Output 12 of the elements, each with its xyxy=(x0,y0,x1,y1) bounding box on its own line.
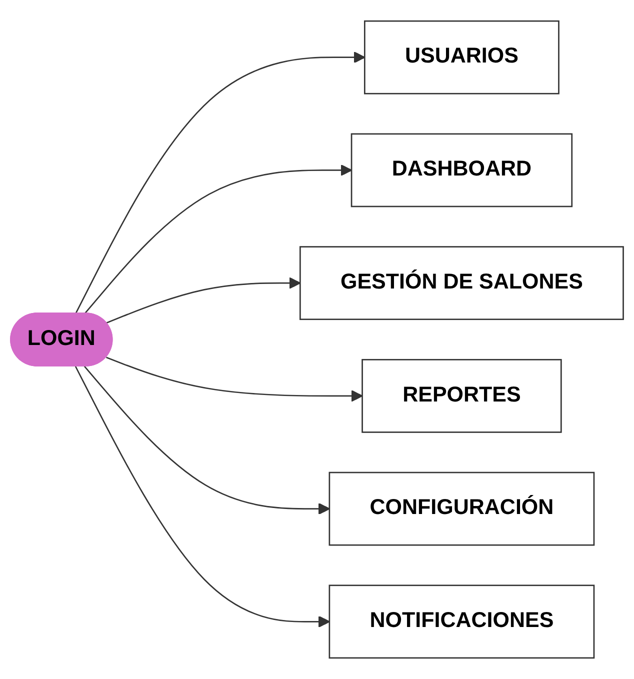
arrow xyxy=(74,366,330,628)
arrow xyxy=(106,277,301,324)
node-box: USUARIOS xyxy=(364,20,560,94)
node-box: NOTIFICACIONES xyxy=(328,584,595,659)
node-box: DASHBOARD xyxy=(350,133,573,208)
arrow xyxy=(74,51,366,314)
arrow xyxy=(84,366,330,515)
arrow xyxy=(84,164,352,314)
node-box: GESTIÓN DE SALONES xyxy=(299,246,624,320)
node-box: REPORTES xyxy=(362,358,562,433)
arrow xyxy=(106,356,363,402)
node-box: CONFIGURACIÓN xyxy=(328,472,595,546)
